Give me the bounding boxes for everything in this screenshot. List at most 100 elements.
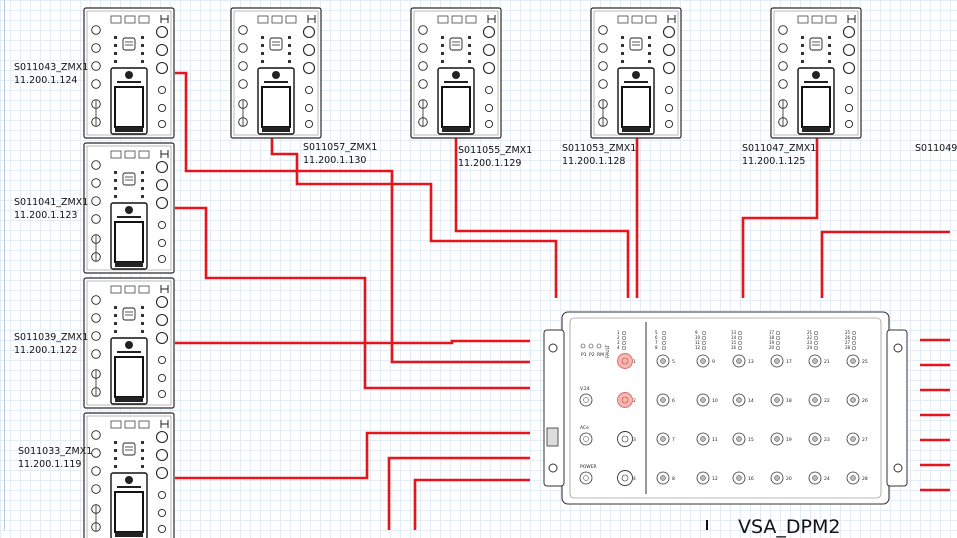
terminal xyxy=(91,79,101,89)
led-number: 17 xyxy=(769,330,775,335)
wire-layer xyxy=(175,71,950,530)
port-number: 7 xyxy=(672,437,675,443)
status-led xyxy=(114,465,117,468)
status-led xyxy=(801,44,804,47)
status-led xyxy=(468,36,471,39)
port-led xyxy=(851,330,857,336)
aux-port-pin xyxy=(583,436,589,442)
led-number: 14 xyxy=(731,335,737,340)
terminal-large xyxy=(155,313,169,327)
status-led xyxy=(648,44,651,47)
status-led xyxy=(288,60,291,63)
ethernet-port-pin xyxy=(812,436,818,442)
terminal-small xyxy=(484,119,494,129)
terminal xyxy=(91,484,101,494)
status-led xyxy=(114,322,117,325)
status-led xyxy=(828,52,831,55)
status-led xyxy=(801,52,804,55)
ethernet-pins xyxy=(125,41,133,46)
status-led xyxy=(441,44,444,47)
port-led xyxy=(701,330,707,336)
status-led xyxy=(441,36,444,39)
terminal-large xyxy=(155,43,169,57)
module-inner-frame xyxy=(86,280,172,406)
port-pin xyxy=(621,396,629,404)
led-number: 27 xyxy=(845,340,851,345)
terminal xyxy=(91,178,101,188)
ethernet-jack xyxy=(449,37,463,51)
status-led-number: 2 xyxy=(617,335,620,340)
status-led xyxy=(621,60,624,63)
terminal-large xyxy=(482,25,496,39)
terminal-large xyxy=(662,43,676,57)
status-led xyxy=(621,52,624,55)
wire-8 xyxy=(741,138,819,298)
status-label-p1: P1 xyxy=(581,352,587,358)
module-connector xyxy=(110,15,122,24)
terminal-small xyxy=(664,119,674,129)
terminal-large xyxy=(155,331,169,345)
plug-logo xyxy=(812,71,820,79)
terminal xyxy=(598,43,608,53)
terminal xyxy=(91,196,101,206)
status-led xyxy=(141,171,144,174)
status-led xyxy=(114,314,117,317)
terminal xyxy=(91,448,101,458)
status-led xyxy=(468,44,471,47)
plug-window xyxy=(261,86,291,128)
port-led xyxy=(851,335,857,341)
port-number: 16 xyxy=(748,476,754,482)
port-led xyxy=(813,335,819,341)
terminal xyxy=(91,349,101,359)
port-number: 20 xyxy=(786,476,792,482)
status-led xyxy=(801,36,804,39)
module-connector xyxy=(465,15,477,24)
terminal xyxy=(91,43,101,53)
ethernet-port-pin xyxy=(812,397,818,403)
status-led xyxy=(441,60,444,63)
terminal xyxy=(91,430,101,440)
port-number: 15 xyxy=(748,437,754,443)
plug-latch xyxy=(115,127,143,132)
terminal-small xyxy=(157,103,167,113)
terminal-large xyxy=(302,25,316,39)
terminal-large xyxy=(155,61,169,75)
port-led xyxy=(661,330,667,336)
terminal xyxy=(778,79,788,89)
status-led xyxy=(141,449,144,452)
terminal-small xyxy=(157,373,167,383)
module-connector xyxy=(124,15,136,24)
terminal xyxy=(91,160,101,170)
terminal-small xyxy=(304,85,314,95)
terminal xyxy=(91,466,101,476)
status-led xyxy=(588,343,594,349)
terminal-small xyxy=(844,85,854,95)
ethernet-port-pin xyxy=(774,475,780,481)
port-pin xyxy=(621,357,629,365)
ethernet-port-pin xyxy=(660,475,666,481)
led-number: 21 xyxy=(807,330,813,335)
led-number: 12 xyxy=(695,345,701,350)
port-led xyxy=(661,335,667,341)
module-connector xyxy=(617,15,629,24)
module-connector xyxy=(451,15,463,24)
port-led xyxy=(737,330,743,336)
module-inner-frame xyxy=(593,10,679,136)
status-led-number: 4 xyxy=(617,345,620,350)
port-pin xyxy=(621,474,629,482)
status-led xyxy=(141,457,144,460)
module-connector xyxy=(110,150,122,159)
ethernet-port-pin xyxy=(736,475,742,481)
module-connector xyxy=(257,15,269,24)
port-number: 12 xyxy=(712,476,718,482)
zmx-module-4 xyxy=(83,412,175,538)
port-number: 11 xyxy=(712,437,718,443)
plug-brand xyxy=(117,486,141,488)
terminal xyxy=(418,79,428,89)
port-connector xyxy=(617,392,633,408)
wire-4 xyxy=(175,431,530,480)
port-number: 6 xyxy=(672,398,675,404)
module-connector xyxy=(811,15,823,24)
